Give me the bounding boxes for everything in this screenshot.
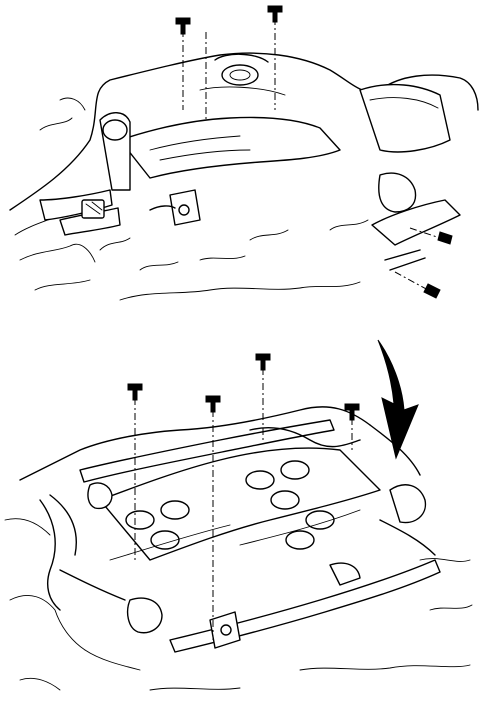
lower-fuel-rail <box>79 419 441 653</box>
lower-engine-body <box>4 406 473 691</box>
lower-wiring <box>39 427 436 634</box>
upper-bolt-1 <box>175 17 191 110</box>
upper-engine-body <box>9 52 479 301</box>
upper-bracket <box>149 189 201 226</box>
lower-manifold <box>99 447 381 561</box>
lower-bolt-4 <box>344 403 360 450</box>
lower-bolt-1 <box>127 383 143 560</box>
lower-bolt-2 <box>205 395 221 640</box>
upper-right-hose <box>359 83 461 271</box>
lower-panel <box>4 353 473 691</box>
upper-left-hose <box>39 112 131 236</box>
upper-bolt-4 <box>394 271 441 299</box>
arrow-down-icon <box>377 339 419 460</box>
upper-bolt-2 <box>267 5 283 110</box>
upper-panel <box>9 5 479 301</box>
upper-bolt-3 <box>409 227 453 245</box>
upper-manifold <box>119 53 341 179</box>
lower-bolt-3 <box>255 353 271 440</box>
